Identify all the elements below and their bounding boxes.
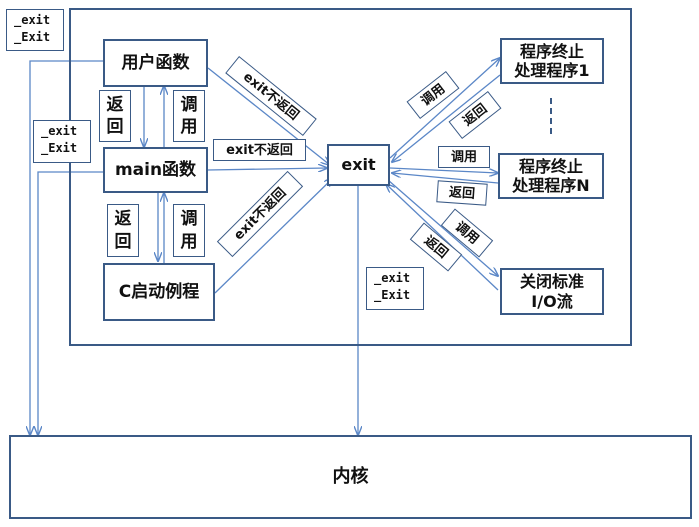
exit-no-return-label-middle: exit不返回 [213, 139, 306, 161]
call-char-2: 用 [180, 231, 198, 252]
exit-handler-1-line-1: 程序终止 [519, 41, 584, 61]
return-char-2: 回 [106, 117, 124, 137]
main-to-exit-arrow [207, 168, 327, 170]
exit-syscalls-label-top: _exit _Exit [6, 9, 64, 51]
c-startup-box: C启动例程 [103, 263, 215, 321]
capital-exit-text: _Exit [41, 141, 78, 156]
startup-to-exit-arrow [214, 178, 333, 294]
main-function-box: main函数 [103, 147, 208, 193]
exit-syscalls-label-middle: _exit _Exit [33, 120, 91, 163]
call-label-handler-n: 调用 [438, 146, 490, 168]
main-function-label: main函数 [114, 159, 197, 180]
handler-n-return-arrow [392, 173, 499, 184]
exit-handler-1-line-2: 处理程序1 [514, 61, 590, 80]
underscore-exit-text: _exit [14, 13, 51, 27]
exit-handler-1-box: 程序终止 处理程序1 [500, 38, 604, 84]
capital-exit-text: _Exit [374, 288, 411, 303]
call-char-1: 调 [180, 209, 198, 230]
close-stdio-box: 关闭标准 I/O流 [500, 268, 604, 315]
exit-handler-n-line-1: 程序终止 [518, 156, 583, 176]
main-to-kernel-arrow [38, 171, 103, 435]
close-stdio-line-1: 关闭标准 [519, 272, 584, 292]
capital-exit-text: _Exit [14, 30, 51, 45]
exit-label: exit [341, 155, 376, 175]
exit-syscalls-label-bottom: _exit _Exit [366, 267, 424, 310]
user-functions-label: 用户函数 [121, 52, 190, 73]
close-stdio-line-2: I/O流 [531, 291, 573, 311]
exit-handler-n-box: 程序终止 处理程序N [498, 153, 604, 199]
return-label-upper: 返 回 [99, 90, 131, 142]
call-text: 调用 [450, 149, 477, 165]
user-functions-to-kernel-arrow [30, 60, 103, 435]
exit-no-return-text: exit不返回 [226, 142, 293, 158]
user-functions-to-exit-arrow [207, 67, 330, 165]
return-label-lower: 返 回 [107, 204, 139, 257]
return-text: 返回 [448, 184, 476, 202]
return-char-1: 返 [114, 209, 132, 230]
call-char-2: 用 [180, 117, 198, 137]
process-boundary [69, 8, 632, 346]
return-char-2: 回 [114, 231, 132, 252]
underscore-exit-text: _exit [374, 271, 411, 285]
underscore-exit-text: _exit [41, 124, 78, 138]
handlers-ellipsis-dash [550, 98, 552, 134]
kernel-label: 内核 [332, 466, 369, 488]
return-char-1: 返 [106, 94, 124, 115]
exit-handler-n-line-2: 处理程序N [512, 176, 590, 195]
call-label-lower: 调 用 [173, 204, 205, 257]
c-startup-label: C启动例程 [118, 281, 200, 302]
exit-call-handler-1-arrow [389, 58, 500, 159]
handler-1-return-arrow [392, 74, 501, 162]
return-label-handler-n: 返回 [436, 180, 488, 206]
exit-box: exit [327, 144, 390, 186]
call-label-upper: 调 用 [173, 90, 205, 142]
call-char-1: 调 [180, 94, 198, 115]
user-functions-box: 用户函数 [103, 39, 208, 87]
kernel-box: 内核 [9, 435, 692, 519]
exit-call-handler-n-arrow [389, 167, 498, 173]
